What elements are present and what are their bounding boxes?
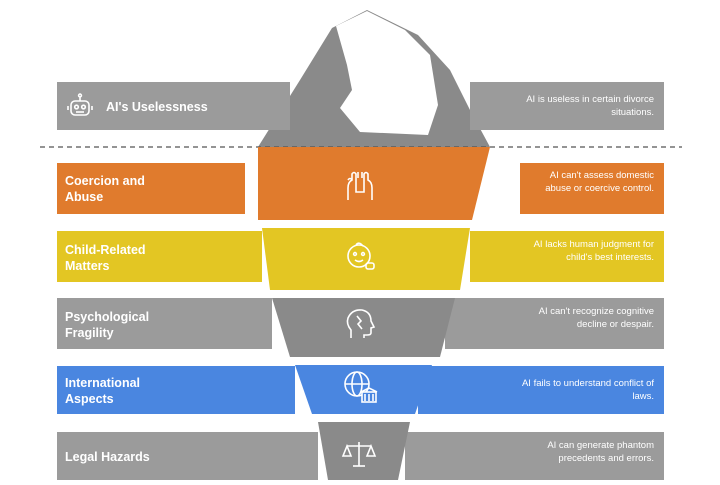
band-left-child [57,231,262,282]
band-right-useless [470,82,664,130]
desc-useless: AI is useless in certain divorce situati… [526,94,654,118]
robot-icon [67,93,93,116]
desc-intl: AI fails to understand conflict of laws. [521,378,654,402]
scales-icon [341,442,377,467]
baby-face-icon [347,242,375,270]
band-left-coercion [57,163,245,214]
raised-hands-icon [347,171,373,200]
band-left-psych [57,298,272,349]
desc-psych: AI can't recognize cognitive decline or … [538,306,654,330]
band-right-intl [418,366,664,414]
desc-legal: AI can generate phantom precedents and e… [547,440,654,464]
band-left-legal [57,432,318,480]
band-right-coercion [520,163,664,214]
globe-building-icon [344,371,378,403]
label-useless: AI's Uselessness [106,100,208,114]
band-right-legal [405,432,664,480]
iceberg-body [258,147,490,480]
iceberg-snow [336,11,438,135]
band-left-useless [57,82,290,130]
label-intl: International Aspects [65,376,141,406]
band-right-psych [445,298,664,349]
label-coercion: Coercion and Abuse [65,174,145,204]
head-profile-icon [346,309,376,338]
label-psych: Psychological Fragility [65,310,150,340]
band-right-child [470,231,664,282]
desc-child: AI lacks human judgment for child's best… [533,239,654,263]
band-left-intl [57,366,295,414]
desc-coercion: AI can't assess domestic abuse or coerci… [545,170,654,194]
label-child: Child-Related Matters [65,243,146,273]
label-legal: Legal Hazards [65,450,150,464]
